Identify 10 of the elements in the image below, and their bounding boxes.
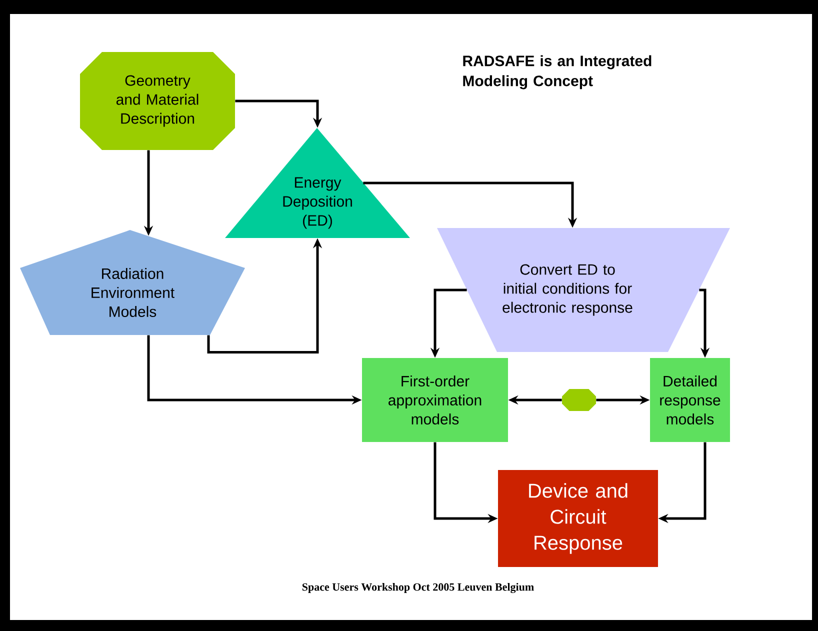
octagon-connector	[562, 389, 596, 411]
output-box: Device and Circuit Response	[498, 470, 658, 567]
trapezoid-box: Convert ED to initial conditions for electronic response	[437, 228, 730, 352]
pentagon-box: Radiation Environment Models	[20, 230, 245, 335]
triangle-box: Energy Deposition (ED)	[225, 128, 410, 238]
process-box: Detailed response models	[650, 358, 730, 442]
caption: Space Users Workshop Oct 2005 Leuven Belgium	[302, 582, 534, 594]
process-box: First-order approximation models	[362, 358, 508, 442]
octagon-box: Geometry and Material Description	[80, 52, 235, 150]
title: RADSAFE is an Integrated Modeling Concept	[463, 55, 652, 90]
